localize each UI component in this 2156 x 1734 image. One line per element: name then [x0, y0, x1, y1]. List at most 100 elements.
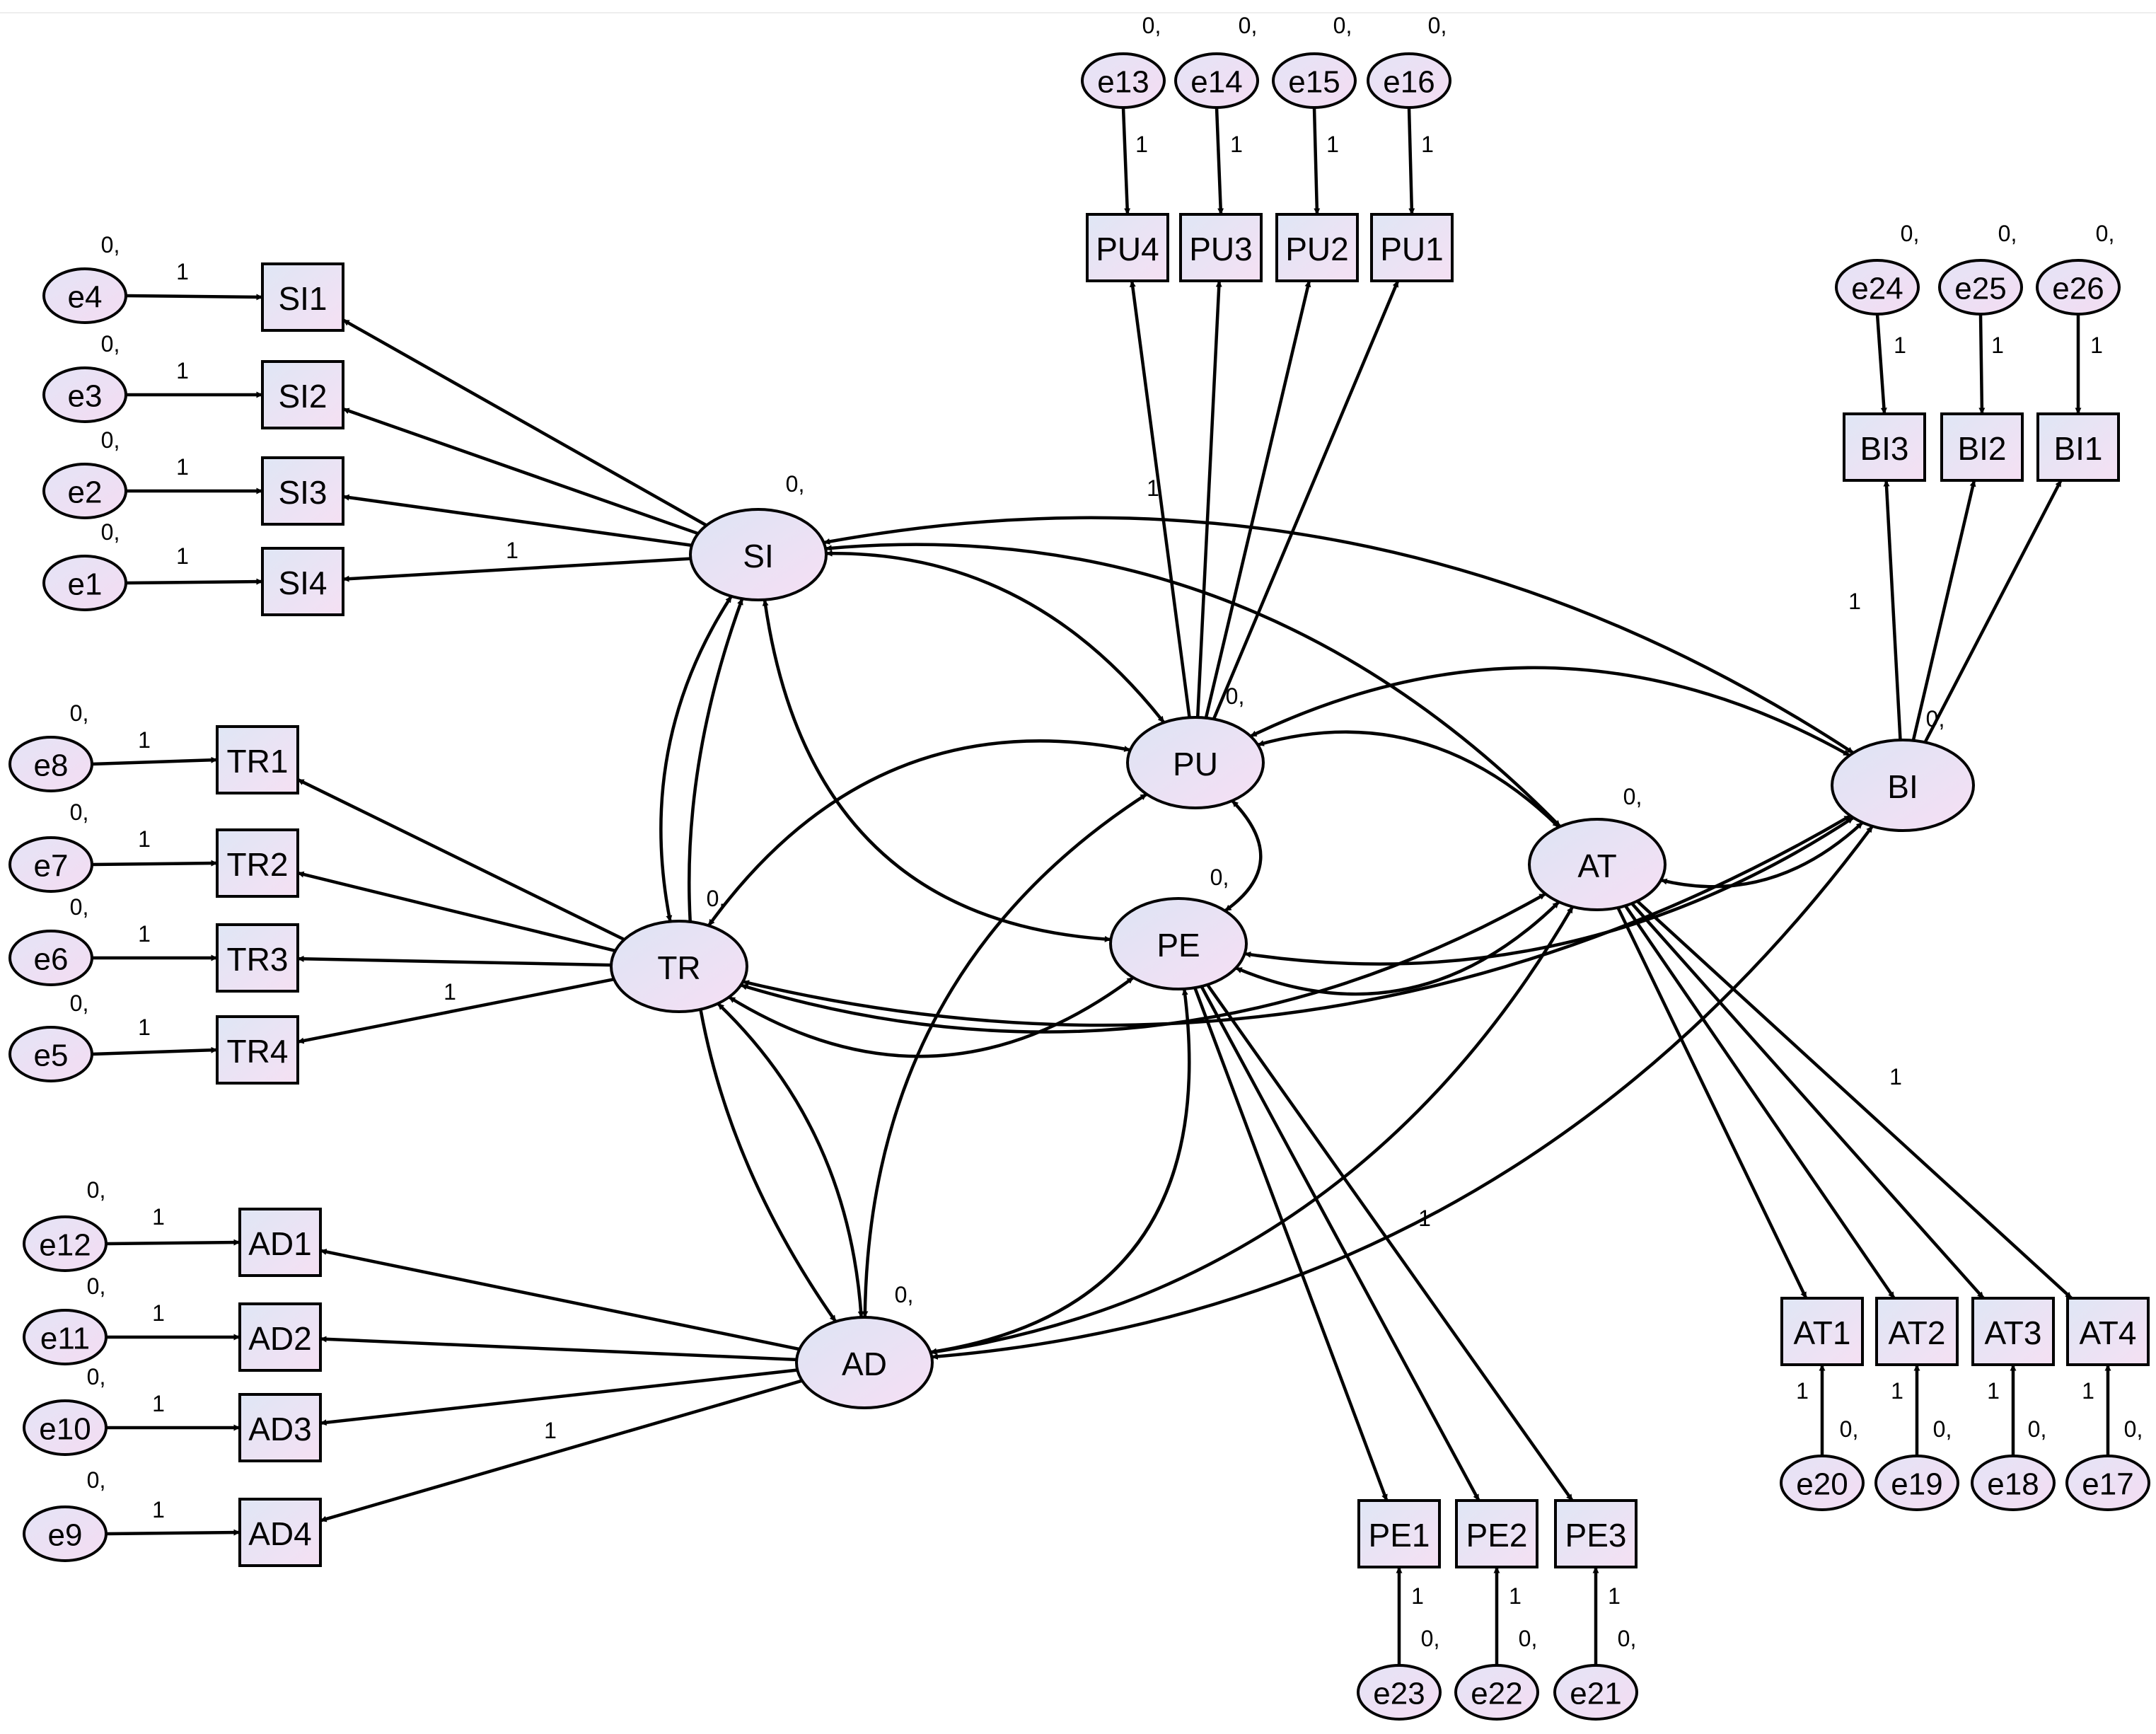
indicator-pu3[interactable]	[1179, 213, 1263, 282]
indicator-tr3[interactable]	[216, 923, 299, 993]
indicator-bi1[interactable]	[2036, 412, 2120, 482]
variance-label-13: 0,	[1142, 13, 1161, 38]
indicator-at1[interactable]	[1780, 1297, 1864, 1366]
indicator-at4[interactable]	[2066, 1297, 2150, 1366]
variance-label-25: 0,	[1519, 1626, 1538, 1651]
error-e20-label: e20	[1796, 1467, 1848, 1502]
indicator-ad2-label: AD2	[248, 1320, 311, 1357]
error-e16-label: e16	[1383, 65, 1435, 100]
path-label-33: 1	[544, 1418, 557, 1443]
covariance-pu-tr	[707, 739, 1131, 927]
indicator-si4-label: SI4	[278, 565, 327, 601]
loading-bi-bi2	[1911, 480, 1976, 741]
path-label-28: 1	[1147, 475, 1159, 501]
error-e2[interactable]	[42, 463, 127, 519]
error-e1[interactable]	[42, 555, 127, 611]
latent-pu[interactable]	[1126, 716, 1265, 809]
error-e11[interactable]	[23, 1309, 108, 1365]
error-path-e8-tr1	[91, 756, 218, 766]
indicator-pe1[interactable]	[1357, 1499, 1441, 1568]
error-e24-label: e24	[1851, 272, 1903, 306]
indicator-tr2-label: TR2	[227, 846, 289, 883]
indicator-pu3-label: PU3	[1189, 231, 1252, 267]
path-label-1: 1	[176, 259, 189, 284]
error-e3[interactable]	[42, 366, 127, 423]
error-e24[interactable]	[1835, 259, 1920, 316]
error-e5[interactable]	[8, 1026, 93, 1082]
error-e6[interactable]	[8, 930, 93, 986]
latent-at[interactable]	[1528, 818, 1667, 911]
path-label-15: 1	[1326, 132, 1339, 157]
error-e23[interactable]	[1357, 1664, 1442, 1721]
error-e2-label: e2	[68, 475, 103, 510]
error-e20[interactable]	[1780, 1455, 1865, 1511]
loading-at-at1	[1616, 906, 1808, 1299]
indicator-pu4[interactable]	[1086, 213, 1169, 282]
path-label-5: 1	[138, 727, 151, 753]
error-e9[interactable]	[23, 1505, 108, 1562]
indicator-bi3[interactable]	[1843, 412, 1926, 482]
loading-at-at3	[1630, 902, 1985, 1300]
error-e13[interactable]	[1081, 52, 1166, 109]
indicator-si1[interactable]	[261, 262, 344, 332]
indicator-at3[interactable]	[1971, 1297, 2055, 1366]
error-e12[interactable]	[23, 1215, 108, 1272]
indicator-pe2[interactable]	[1455, 1499, 1538, 1568]
loading-tr-tr3	[297, 955, 612, 967]
latent-tr[interactable]	[610, 920, 748, 1013]
path-label-18: 1	[1991, 333, 2004, 358]
error-e12-label: e12	[39, 1228, 91, 1263]
indicator-si3-label: SI3	[278, 474, 327, 511]
error-path-e4-si1	[125, 294, 263, 301]
error-path-e12-ad1	[105, 1239, 240, 1246]
indicator-pe3[interactable]	[1554, 1499, 1638, 1568]
error-e17[interactable]	[2065, 1455, 2150, 1511]
indicator-ad3-label: AD3	[248, 1411, 311, 1447]
variance-label-8: 0,	[70, 990, 89, 1016]
indicator-ad3[interactable]	[238, 1393, 322, 1462]
error-e21[interactable]	[1553, 1664, 1638, 1721]
indicator-si3[interactable]	[261, 456, 344, 526]
latent-ad[interactable]	[795, 1316, 934, 1409]
error-e14[interactable]	[1174, 52, 1259, 109]
path-label-16: 1	[1421, 132, 1434, 157]
path-label-26: 1	[1608, 1583, 1621, 1609]
error-e25[interactable]	[1938, 259, 2023, 316]
latent-bi[interactable]	[1831, 739, 1975, 832]
indicator-si2[interactable]	[261, 360, 344, 429]
indicator-pu2[interactable]	[1275, 213, 1359, 282]
error-e15[interactable]	[1272, 52, 1357, 109]
error-e23-label: e23	[1373, 1677, 1425, 1711]
indicator-bi2[interactable]	[1940, 412, 2024, 482]
error-e16[interactable]	[1367, 52, 1451, 109]
error-e21-label: e21	[1570, 1677, 1621, 1711]
error-path-e13-pu4	[1121, 107, 1131, 215]
covariance-si-tr	[659, 595, 733, 922]
error-e26[interactable]	[2036, 259, 2121, 316]
loading-si-si4	[342, 557, 691, 582]
variance-label-6: 0,	[70, 799, 89, 825]
path-label-7: 1	[138, 921, 151, 947]
error-e4[interactable]	[42, 267, 127, 324]
indicator-si4[interactable]	[261, 547, 344, 616]
indicator-ad2[interactable]	[238, 1302, 322, 1372]
indicator-tr2[interactable]	[216, 828, 299, 898]
covariance-tr-pe	[728, 976, 1135, 1058]
error-e19[interactable]	[1874, 1455, 1959, 1511]
indicator-ad1[interactable]	[238, 1208, 322, 1277]
indicator-ad4[interactable]	[238, 1498, 322, 1567]
error-e22[interactable]	[1454, 1664, 1539, 1721]
latent-si[interactable]	[689, 508, 828, 601]
indicator-tr4[interactable]	[216, 1015, 299, 1085]
error-e8[interactable]	[8, 736, 93, 792]
indicator-at2[interactable]	[1875, 1297, 1959, 1366]
error-e7[interactable]	[8, 836, 93, 893]
indicator-pu1[interactable]	[1370, 213, 1454, 282]
latent-pe[interactable]	[1109, 897, 1248, 990]
loading-tr-tr1	[297, 778, 625, 942]
error-e18[interactable]	[1971, 1455, 2056, 1511]
variance-label-9: 0,	[87, 1177, 106, 1203]
error-e10[interactable]	[23, 1399, 108, 1456]
indicator-tr1[interactable]	[216, 725, 299, 794]
error-e17-label: e17	[2082, 1467, 2133, 1502]
